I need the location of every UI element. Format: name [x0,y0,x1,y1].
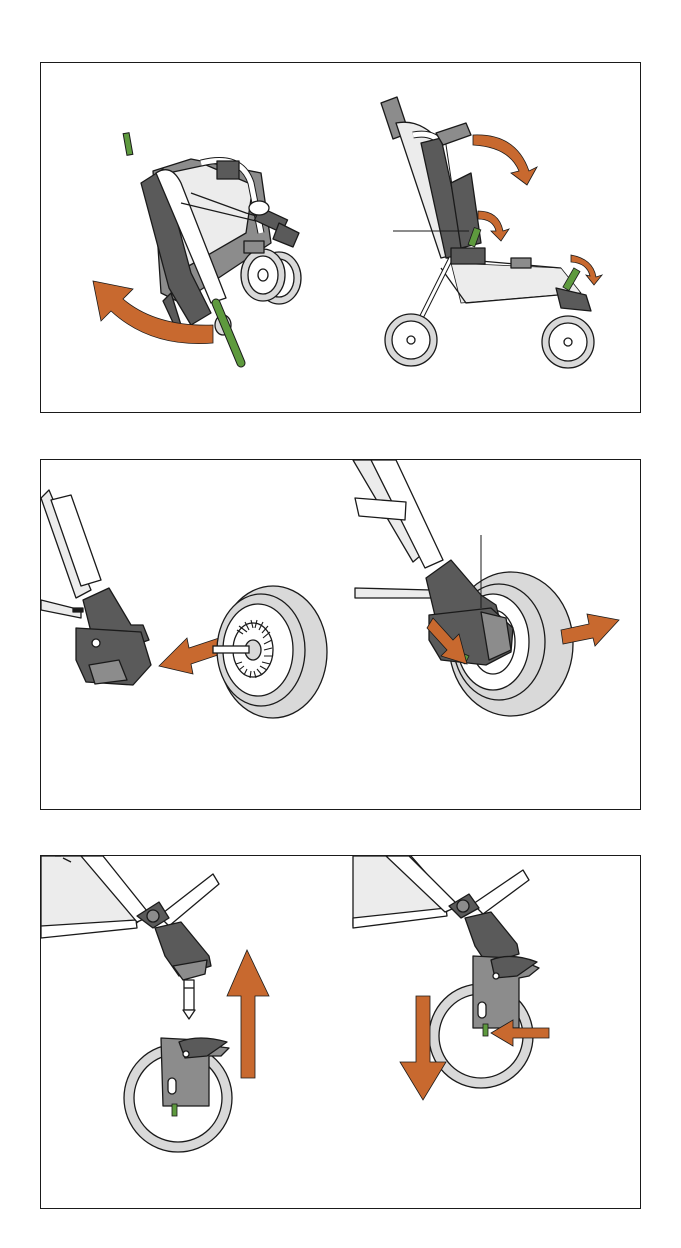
panel-3-drawing [41,856,641,1209]
front-wheel-attach-illustration [353,856,539,1088]
panel-front-wheel-step [40,855,641,1209]
straight-arrow-icon [227,950,269,1078]
panel-1-drawing [41,63,641,413]
panel-fold-step [40,62,641,413]
front-wheel-detach-illustration [41,856,232,1152]
panel-rear-wheel-step [40,459,641,810]
wheel-removed-illustration [41,490,151,685]
straight-arrow-icon [159,638,221,674]
wheel-attached-illustration [353,460,573,716]
panel-2-drawing [41,460,641,810]
green-lock-pin-icon [483,1024,488,1036]
loose-rear-wheel-illustration [213,586,327,718]
green-lock-pin-icon [172,1104,177,1116]
green-fold-lever-icon [123,133,133,156]
